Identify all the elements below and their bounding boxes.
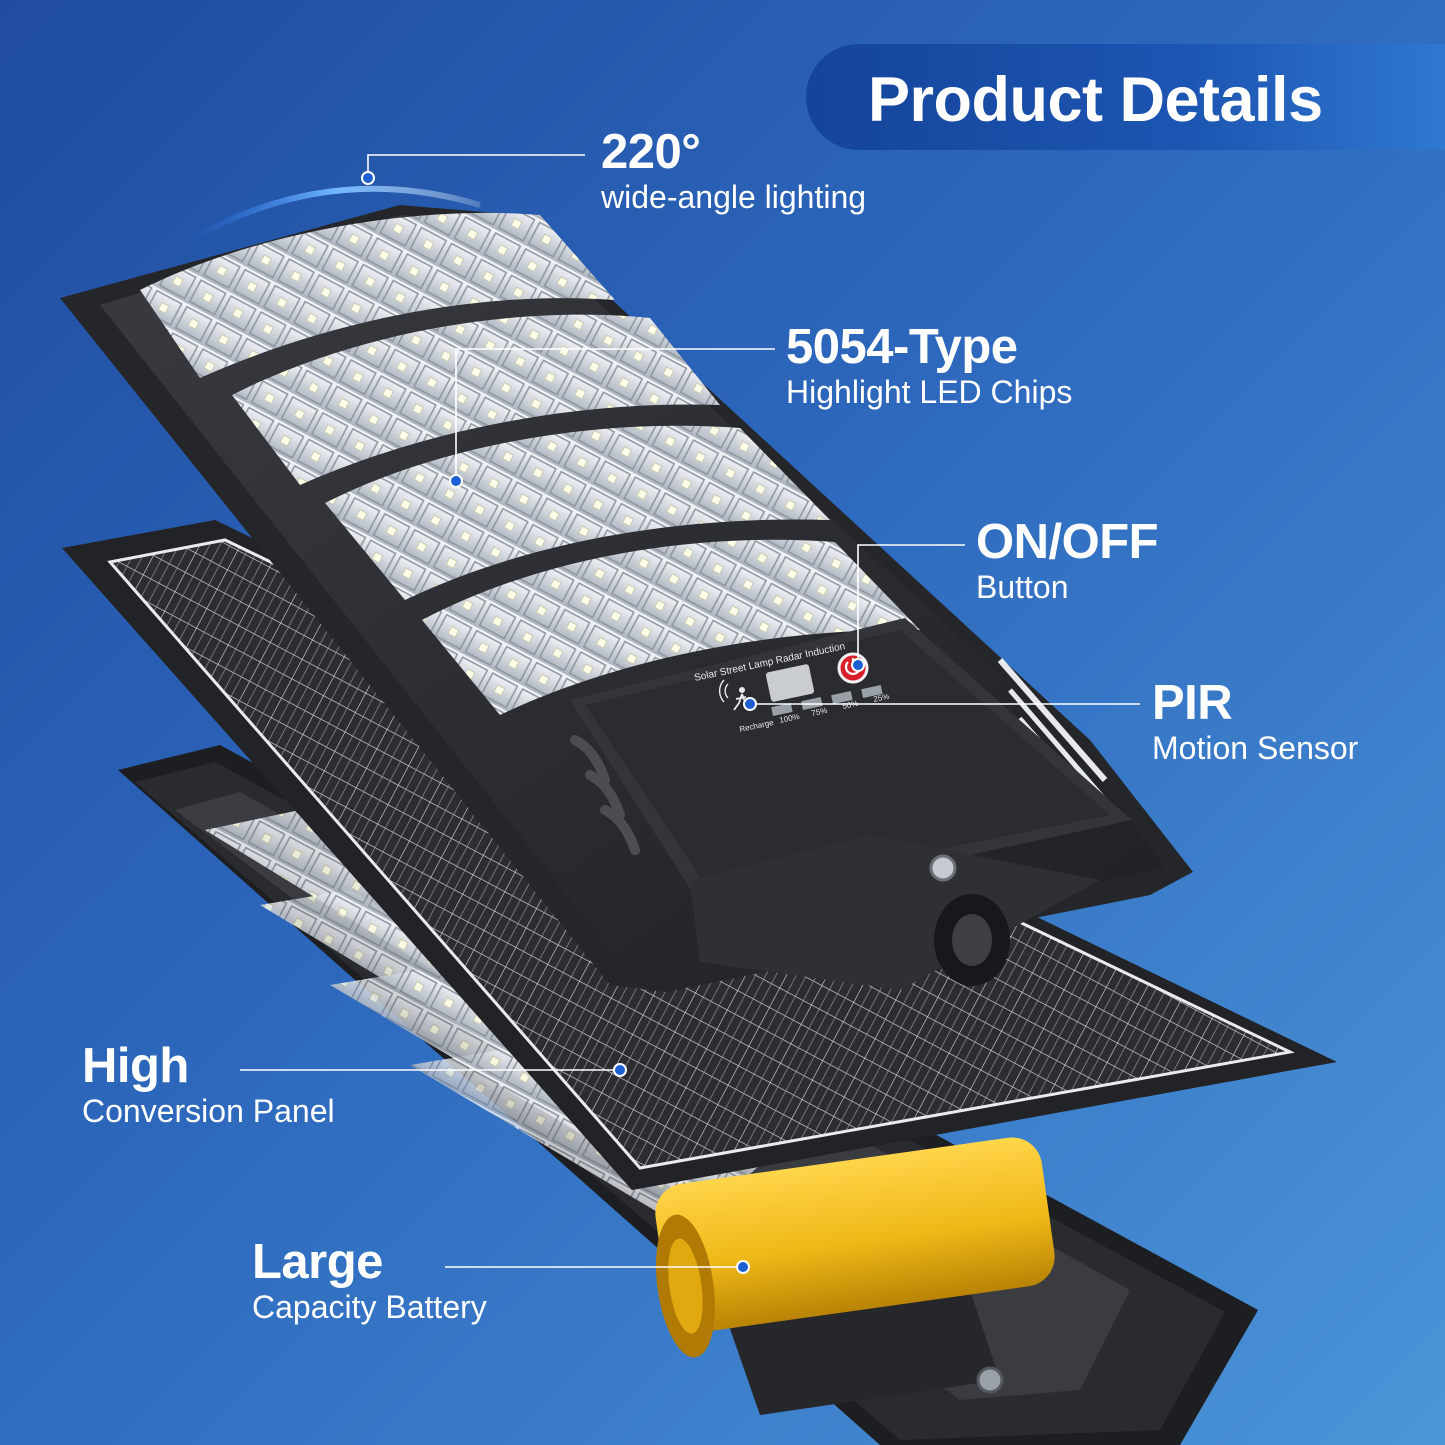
charge-level-indicators	[771, 685, 883, 716]
page-title: Product Details	[868, 65, 1323, 135]
level-25: 25%	[873, 692, 891, 704]
callout-sensor-subtitle: Motion Sensor	[1152, 729, 1359, 766]
callout-power: ON/OFF Button	[976, 515, 1159, 606]
callout-panel-title: High	[82, 1039, 189, 1093]
callout-power-title: ON/OFF	[976, 515, 1159, 569]
battery	[655, 1137, 1055, 1358]
level-100: 100%	[779, 712, 801, 725]
callout-chips-title: 5054-Type	[786, 320, 1018, 374]
level-50: 50%	[842, 699, 860, 711]
callout-power-subtitle: Button	[976, 568, 1069, 605]
callout-panel: High Conversion Panel	[82, 1039, 335, 1130]
callout-chips-subtitle: Highlight LED Chips	[786, 373, 1073, 410]
callout-sensor: PIR Motion Sensor	[1152, 676, 1359, 767]
callout-leaders	[240, 154, 1140, 1268]
title-banner: Product Details	[806, 44, 1445, 150]
level-75: 75%	[811, 706, 829, 718]
callout-dots	[361, 171, 865, 1274]
callout-panel-subtitle: Conversion Panel	[82, 1092, 335, 1129]
callout-angle-title: 220°	[601, 125, 701, 179]
lamp-head	[60, 205, 1193, 992]
callout-chips: 5054-Type Highlight LED Chips	[786, 320, 1073, 411]
callout-angle-subtitle: wide-angle lighting	[601, 178, 867, 215]
callout-battery-title: Large	[252, 1235, 383, 1289]
lighting-angle-arc	[188, 185, 481, 243]
callout-sensor-title: PIR	[1152, 676, 1233, 730]
callout-angle: 220° wide-angle lighting	[601, 125, 867, 216]
callout-battery-subtitle: Capacity Battery	[252, 1288, 487, 1325]
callout-battery: Large Capacity Battery	[252, 1235, 487, 1326]
